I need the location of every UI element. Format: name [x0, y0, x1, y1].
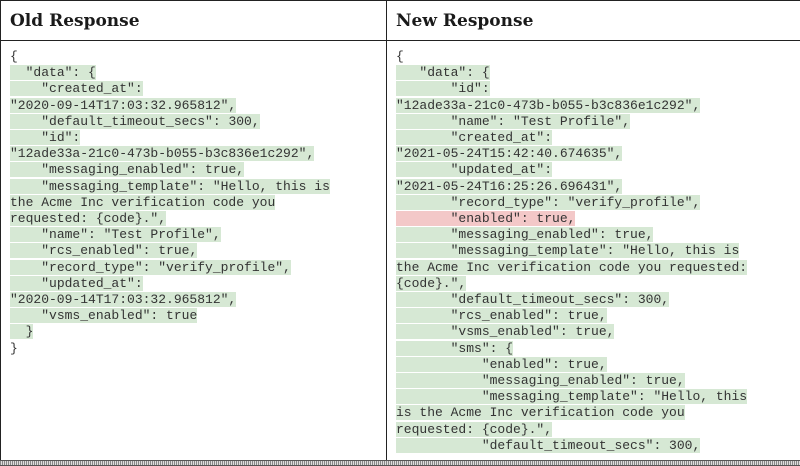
code-line: "vsms_enabled": true: [10, 308, 386, 324]
code-line-text: "default_timeout_secs": 300,: [10, 114, 260, 129]
code-line-text: "2021-05-24T15:42:40.674635",: [396, 146, 622, 161]
new-response-cell: { "data": { "id": "12ade33a-21c0-473b-b05…: [387, 41, 800, 462]
code-line-text: "data": {: [10, 65, 96, 80]
code-line: "rcs_enabled": true,: [10, 243, 386, 259]
old-response-cell: { "data": { "created_at": "2020-09-14T17:…: [1, 41, 387, 462]
code-line: "2020-09-14T17:03:32.965812",: [10, 98, 386, 114]
code-line: "updated_at":: [396, 162, 800, 178]
code-line: requested: {code}.",: [396, 422, 800, 438]
new-response-header: New Response: [387, 1, 800, 41]
code-line-text: "data": {: [396, 65, 490, 80]
code-line-text: requested: {code}.",: [10, 211, 166, 226]
code-line-text: "rcs_enabled": true,: [396, 308, 607, 323]
code-line: "name": "Test Profile",: [396, 114, 800, 130]
code-line-text: the Acme Inc verification code you reque…: [396, 260, 747, 275]
code-line: "data": {: [10, 65, 386, 81]
code-line: "created_at":: [10, 81, 386, 97]
code-line-text: "messaging_template": "Hello, this is: [396, 243, 739, 258]
table-bottom-border: [0, 460, 800, 466]
code-line-text: is the Acme Inc verification code you: [396, 405, 685, 420]
code-line-text: "record_type": "verify_profile",: [10, 260, 291, 275]
code-line: {code}.",: [396, 276, 800, 292]
code-line: "name": "Test Profile",: [10, 227, 386, 243]
code-line-text: "12ade33a-21c0-473b-b055-b3c836e1c292",: [396, 98, 700, 113]
code-line-text: "default_timeout_secs": 300,: [396, 292, 669, 307]
code-line: "messaging_template": "Hello, this is: [396, 243, 800, 259]
code-line-text: "enabled": true,: [396, 211, 575, 226]
code-line: requested: {code}.",: [10, 211, 386, 227]
code-line: "record_type": "verify_profile",: [10, 260, 386, 276]
code-line: "created_at":: [396, 130, 800, 146]
code-line: {: [10, 49, 386, 65]
code-line-text: "default_timeout_secs": 300,: [396, 438, 700, 453]
code-line-text: {code}.",: [396, 276, 466, 291]
code-line: the Acme Inc verification code you: [10, 195, 386, 211]
code-line-text: "vsms_enabled": true,: [396, 324, 614, 339]
code-line: "12ade33a-21c0-473b-b055-b3c836e1c292",: [396, 98, 800, 114]
old-response-code: { "data": { "created_at": "2020-09-14T17:…: [1, 41, 386, 357]
code-line: }: [10, 324, 386, 340]
code-line-text: "created_at":: [396, 130, 552, 145]
code-line: "vsms_enabled": true,: [396, 324, 800, 340]
code-line: "12ade33a-21c0-473b-b055-b3c836e1c292",: [10, 146, 386, 162]
code-line-text: "name": "Test Profile",: [396, 114, 630, 129]
code-line-text: "messaging_enabled": true,: [396, 227, 653, 242]
code-line-text: }: [10, 324, 33, 339]
code-line-text: "vsms_enabled": true: [10, 308, 197, 323]
code-line: "messaging_enabled": true,: [396, 373, 800, 389]
code-line: "sms": {: [396, 341, 800, 357]
code-line: "record_type": "verify_profile",: [396, 195, 800, 211]
code-line-text: "enabled": true,: [396, 357, 607, 372]
code-line-text: "2020-09-14T17:03:32.965812",: [10, 98, 236, 113]
code-line-text: "messaging_enabled": true,: [10, 162, 244, 177]
code-line-text: "sms": {: [396, 341, 513, 356]
code-line: "default_timeout_secs": 300,: [396, 438, 800, 454]
code-line-text: "12ade33a-21c0-473b-b055-b3c836e1c292",: [10, 146, 314, 161]
code-line: is the Acme Inc verification code you: [396, 405, 800, 421]
code-line-text: "updated_at":: [396, 162, 552, 177]
code-line-text: "name": "Test Profile",: [10, 227, 221, 242]
code-line: "enabled": true,: [396, 357, 800, 373]
code-line-text: }: [10, 341, 18, 356]
code-line-text: "rcs_enabled": true,: [10, 243, 197, 258]
code-line: "rcs_enabled": true,: [396, 308, 800, 324]
code-line: "2020-09-14T17:03:32.965812",: [10, 292, 386, 308]
code-line-text: "messaging_template": "Hello, this: [396, 389, 747, 404]
header-row: Old Response New Response: [1, 1, 800, 41]
code-line: "messaging_enabled": true,: [396, 227, 800, 243]
code-line-text: "2020-09-14T17:03:32.965812",: [10, 292, 236, 307]
code-line: "default_timeout_secs": 300,: [10, 114, 386, 130]
code-line: "updated_at":: [10, 276, 386, 292]
code-line: "messaging_enabled": true,: [10, 162, 386, 178]
code-line-text: "created_at":: [10, 81, 143, 96]
code-line-text: "2021-05-24T16:25:26.696431",: [396, 179, 622, 194]
code-line-text: "id":: [10, 130, 80, 145]
code-line-text: the Acme Inc verification code you: [10, 195, 275, 210]
code-line-text: "record_type": "verify_profile",: [396, 195, 700, 210]
code-line-text: requested: {code}.",: [396, 422, 552, 437]
code-line: "id":: [396, 81, 800, 97]
old-response-header: Old Response: [1, 1, 387, 41]
code-line: "data": {: [396, 65, 800, 81]
changed-code-line: "enabled": true,: [396, 211, 800, 227]
code-line: "messaging_template": "Hello, this: [396, 389, 800, 405]
code-line-text: "messaging_template": "Hello, this is: [10, 179, 330, 194]
code-line-text: "messaging_enabled": true,: [396, 373, 685, 388]
code-line: "id":: [10, 130, 386, 146]
new-response-code: { "data": { "id": "12ade33a-21c0-473b-b05…: [387, 41, 800, 454]
code-line: }: [10, 341, 386, 357]
code-line-text: {: [10, 49, 18, 64]
code-line: "default_timeout_secs": 300,: [396, 292, 800, 308]
code-line: "2021-05-24T16:25:26.696431",: [396, 179, 800, 195]
code-line-text: "id":: [396, 81, 490, 96]
code-line: {: [396, 49, 800, 65]
content-row: { "data": { "created_at": "2020-09-14T17:…: [1, 41, 800, 462]
code-line: the Acme Inc verification code you reque…: [396, 260, 800, 276]
code-line: "messaging_template": "Hello, this is: [10, 179, 386, 195]
code-line-text: {: [396, 49, 404, 64]
code-line: "2021-05-24T15:42:40.674635",: [396, 146, 800, 162]
code-line-text: "updated_at":: [10, 276, 143, 291]
